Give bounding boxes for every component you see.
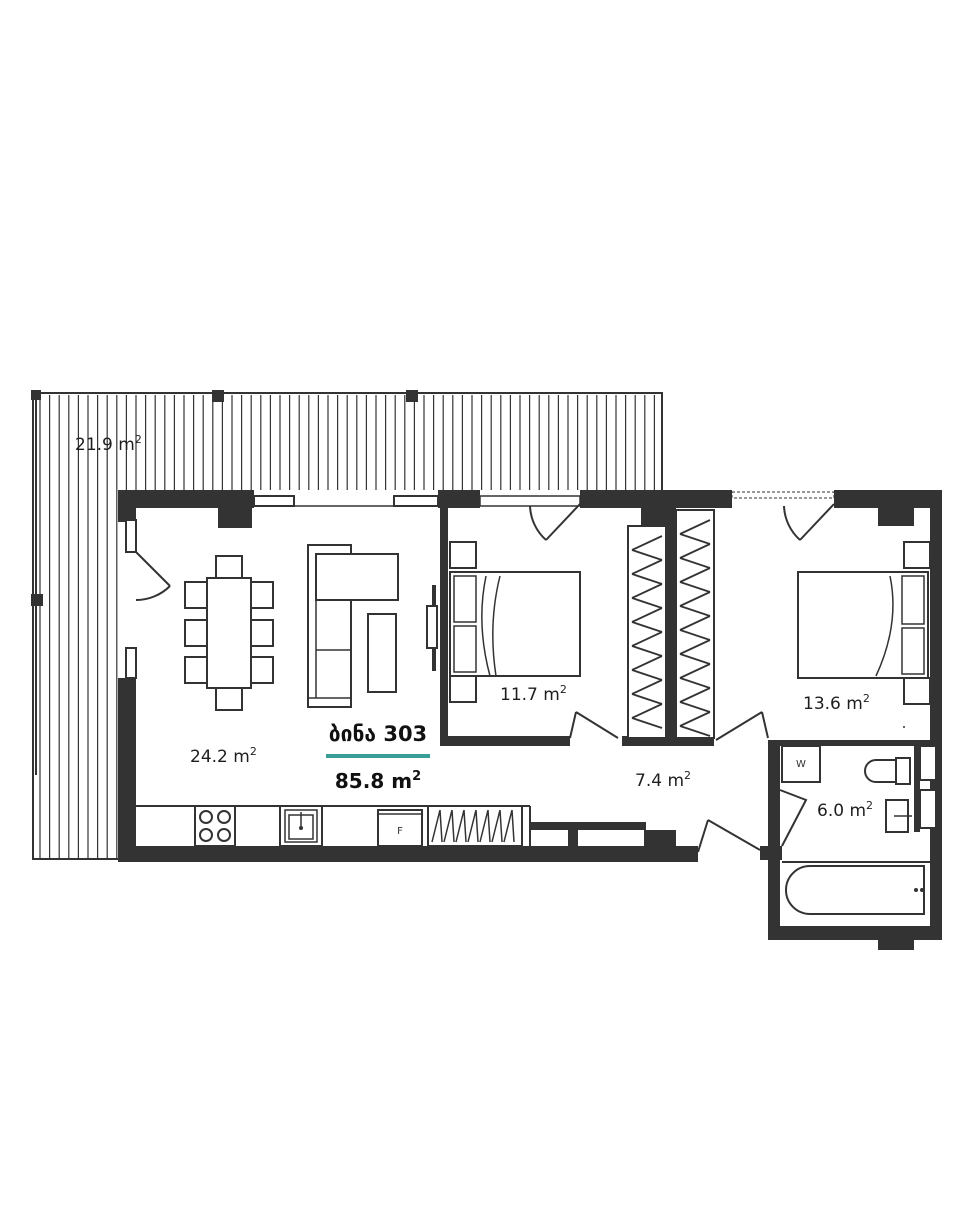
doors xyxy=(135,503,835,853)
unit-number: ბინა 303 xyxy=(329,722,427,746)
kitchen: F xyxy=(136,805,531,847)
living-area-label: 24.2 m2 xyxy=(190,745,257,767)
bedroom2-area-label: 13.6 m2 xyxy=(803,692,870,714)
washer-label: W xyxy=(796,759,806,770)
washing-machine xyxy=(781,745,821,783)
unit-total-area: 85.8 m2 xyxy=(335,769,421,793)
burner-icon xyxy=(199,810,213,824)
fridge-label: F xyxy=(397,826,403,837)
sofa xyxy=(307,544,399,708)
toilet xyxy=(864,757,911,785)
walls xyxy=(118,490,942,950)
bedroom1-area-label: 11.7 m2 xyxy=(500,683,567,705)
double-bed xyxy=(449,571,581,677)
bathroom-area-label: 6.0 m2 xyxy=(817,799,873,821)
kitchen-storage-hatch xyxy=(431,809,515,843)
bedroom-1 xyxy=(449,541,581,703)
washbasin xyxy=(885,799,912,833)
coffee-table xyxy=(367,613,397,693)
tv-unit xyxy=(426,585,438,671)
windows xyxy=(125,491,835,679)
terrace-area-label: 21.9 m2 xyxy=(75,433,142,455)
accent-underline xyxy=(326,754,430,758)
bathtub xyxy=(785,865,925,915)
bathroom: W xyxy=(781,745,937,915)
bedroom-2 xyxy=(797,541,931,728)
dining-set xyxy=(184,555,274,711)
wardrobes xyxy=(627,509,715,739)
hall-area-label: 7.4 m2 xyxy=(635,769,691,791)
terrace-decking xyxy=(35,395,656,859)
cooktop xyxy=(194,805,236,847)
fridge xyxy=(377,809,423,847)
double-bed-2 xyxy=(797,571,929,679)
